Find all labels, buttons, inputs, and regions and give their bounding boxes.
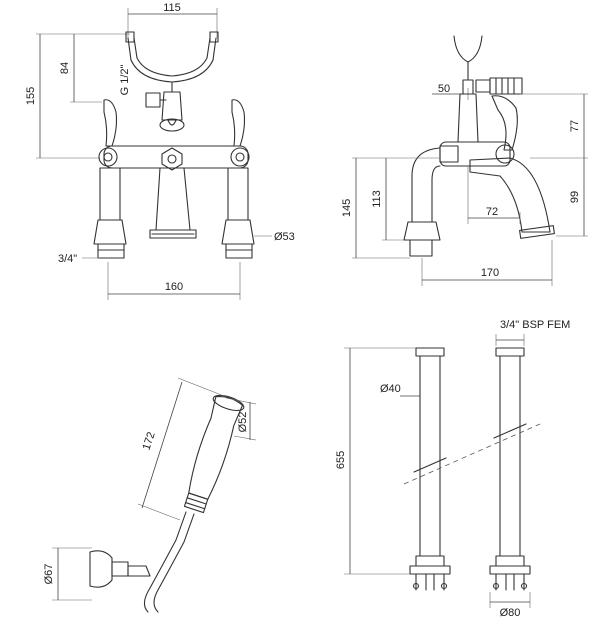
dim-handset-bracket-diameter: Ø67 <box>43 564 55 585</box>
dim-legs-height: 655 <box>335 451 347 469</box>
front-view: 115 155 84 G 1/2" <box>25 2 295 300</box>
dim-front-inlet-thread: 3/4" <box>58 253 77 265</box>
dim-front-width-top: 115 <box>163 2 181 14</box>
dim-side-height-upper: 77 <box>569 120 581 132</box>
dim-front-thread-size: G 1/2" <box>119 65 131 96</box>
dim-front-height-total: 155 <box>25 87 37 105</box>
dim-side-depth-total: 170 <box>481 267 499 279</box>
dim-side-spout-reach: 72 <box>486 206 498 218</box>
dim-handset-head-diameter: Ø52 <box>237 412 249 433</box>
dim-legs-pipe-diameter: Ø40 <box>380 383 401 395</box>
dim-side-spout-offset: 50 <box>438 83 450 95</box>
side-view: 50 77 99 145 113 <box>341 35 588 286</box>
dim-side-height-mid: 113 <box>371 190 383 208</box>
dim-side-height-lower: 99 <box>569 191 581 203</box>
dim-front-width-centres: 160 <box>165 281 183 293</box>
dim-front-base-diameter: Ø53 <box>274 231 295 243</box>
handset-view: 172 Ø52 Ø67 <box>43 377 257 613</box>
legs-view: 3/4" BSP FEM 655 <box>335 319 570 619</box>
dim-side-height-total: 145 <box>341 199 353 217</box>
dim-front-height-upper: 84 <box>59 62 71 74</box>
dim-legs-base-diameter: Ø80 <box>500 607 521 619</box>
dim-legs-thread-label: 3/4" BSP FEM <box>500 319 570 331</box>
dim-handset-length: 172 <box>141 430 158 451</box>
